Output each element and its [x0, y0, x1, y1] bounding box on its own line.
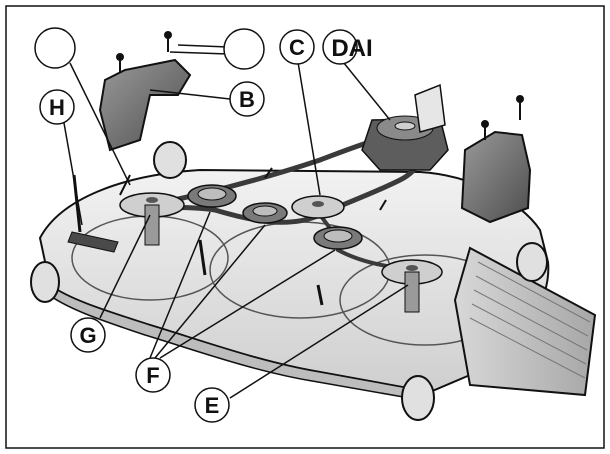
svg-text:H: H: [49, 95, 65, 120]
pulley-idler-1: [187, 184, 237, 208]
gearbox-pulley: [361, 83, 449, 171]
callout-b: B: [229, 81, 265, 117]
callout-dai: DAI: [322, 29, 373, 65]
leader-lines: [63, 44, 409, 399]
callout-e: E: [194, 387, 230, 423]
wheel-front-right: [401, 375, 435, 421]
frame-border: [5, 5, 605, 449]
callout-c: C: [279, 29, 315, 65]
svg-text:DAI: DAI: [331, 35, 372, 62]
pulleys: [119, 83, 449, 313]
pulley-center-spindle: [291, 195, 345, 219]
pulley-left-spindle: [119, 192, 185, 246]
callout-f: F: [135, 357, 171, 393]
belt-guides: [119, 167, 387, 306]
pulley-idler-2: [242, 202, 288, 224]
callout-h: H: [39, 89, 75, 125]
svg-text:G: G: [79, 323, 96, 348]
svg-text:F: F: [146, 363, 159, 388]
wheels: [30, 141, 548, 421]
pulley-idler-3: [313, 226, 363, 250]
svg-text:C: C: [289, 35, 305, 60]
pulley-right-spindle: [381, 259, 443, 313]
callout-a2: [223, 28, 265, 70]
belt-cover-left: [98, 58, 192, 152]
callout-g: G: [70, 317, 106, 353]
wheel-rear-right: [516, 242, 548, 282]
callout-a: [34, 27, 76, 69]
mount-bracket: [414, 83, 446, 133]
svg-text:B: B: [239, 87, 255, 112]
svg-text:E: E: [205, 393, 220, 418]
wheel-rear-left: [153, 141, 187, 179]
wheel-front-left: [30, 261, 60, 303]
discharge-chute: [453, 246, 597, 397]
screws: [116, 31, 524, 140]
belt-cover-right: [460, 130, 532, 224]
